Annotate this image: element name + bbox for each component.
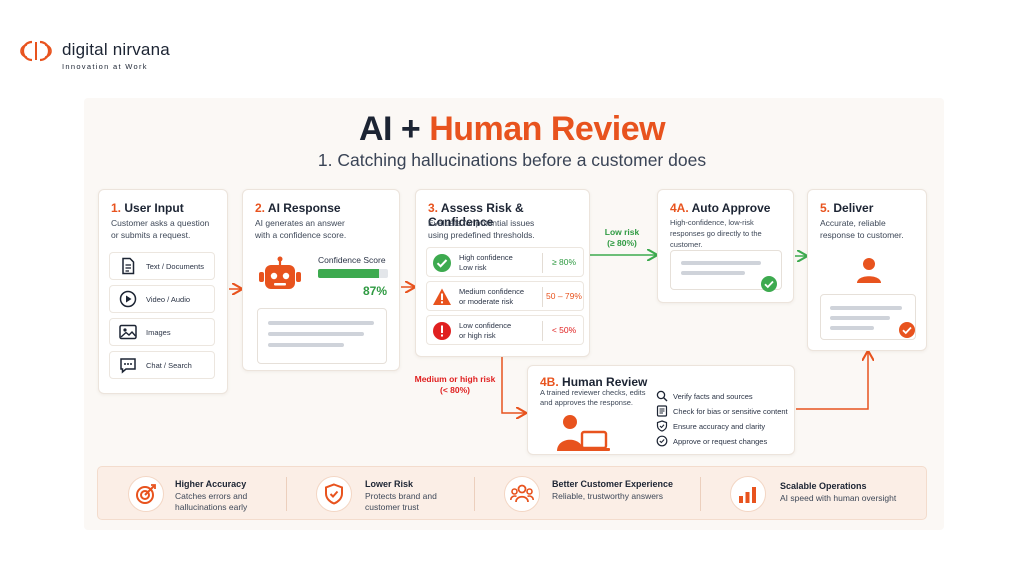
list-icon	[656, 405, 668, 417]
title-part2: Human Review	[429, 110, 666, 148]
step4a-title: 4A. Auto Approve	[670, 201, 771, 215]
page-title: AI + Human Review	[0, 110, 1024, 149]
input-type-video: Video / Audio	[109, 285, 215, 313]
review-check-label: Verify facts and sources	[673, 391, 753, 401]
page-subtitle: 1. Catching hallucinations before a cust…	[317, 150, 707, 170]
input-type-label: Video / Audio	[146, 294, 191, 304]
title-part1: AI +	[358, 110, 421, 148]
shield-icon	[325, 483, 343, 505]
image-icon	[119, 324, 137, 340]
customer-icon	[857, 258, 881, 283]
chat-icon	[120, 357, 136, 374]
step3-title: 3. Assess Risk & Confidence	[428, 201, 524, 229]
review-check-label: Approve or request changes	[673, 436, 768, 446]
review-check-approve: Approve or request changes	[656, 435, 767, 447]
review-check-bias: Check for bias or sensitive content	[656, 405, 788, 417]
benefit-title: Lower Risk	[365, 479, 414, 489]
confidence-score-bar	[318, 269, 388, 278]
robot-icon	[259, 256, 301, 289]
step4a-card: 4A. Auto Approve High-confidence, low-ri…	[657, 189, 794, 303]
shield-check-icon	[656, 420, 668, 432]
approved-check-icon	[761, 276, 777, 292]
review-check-accuracy: Ensure accuracy and clarity	[656, 420, 765, 432]
confidence-score-value: 87%	[363, 284, 388, 298]
search-icon	[656, 390, 668, 402]
nirvana-logo-icon	[20, 40, 52, 62]
alert-circle-icon	[433, 322, 451, 340]
benefit-divider	[474, 477, 475, 511]
arrow-review-to-deliver	[796, 352, 868, 410]
bar-chart-icon	[739, 487, 756, 503]
brand-logo: digital nirvana Innovation at Work	[18, 40, 170, 71]
step5-title: 5. Deliver	[820, 201, 874, 215]
benefit-divider	[286, 477, 287, 511]
input-type-images: Images	[109, 318, 215, 346]
confidence-score-fill	[318, 269, 379, 278]
confidence-score-label: Confidence Score	[318, 255, 386, 265]
input-type-text: Text / Documents	[109, 252, 215, 280]
benefit-desc: Reliable, trustworthy answers	[552, 491, 664, 501]
document-icon	[122, 257, 135, 275]
check-circle-icon	[656, 435, 668, 447]
benefit-divider	[700, 477, 701, 511]
arrow-assess-to-review	[501, 357, 525, 413]
step1-title: 1. User Input	[111, 201, 184, 215]
benefit-title: Higher Accuracy	[175, 479, 247, 489]
low-risk-flow-label: Low risk(≥ 80%)	[604, 227, 640, 248]
warning-icon	[433, 288, 451, 305]
risk-row-threshold: ≥ 80%	[551, 257, 577, 267]
users-icon	[510, 484, 534, 503]
step2-title: 2. AI Response	[255, 201, 341, 215]
risk-row-threshold: 50 – 79%	[546, 291, 582, 301]
benefit-desc: AI speed with human oversight	[780, 493, 897, 503]
step3-card: 3. Assess Risk & Confidence Evaluate for…	[415, 189, 590, 357]
input-type-chat: Chat / Search	[109, 351, 215, 379]
step4b-title: 4B. Human Review	[540, 375, 648, 389]
review-check-label: Ensure accuracy and clarity	[673, 421, 766, 431]
brand-name: digital nirvana	[62, 40, 170, 59]
benefit-title: Scalable Operations	[780, 481, 867, 491]
reviewer-laptop-icon	[557, 415, 610, 451]
input-type-label: Images	[146, 327, 171, 337]
medium-high-risk-flow-label: Medium or high risk(< 80%)	[414, 374, 496, 395]
brand-tagline: Innovation at Work	[62, 62, 148, 71]
delivered-check-icon	[899, 322, 915, 338]
input-type-label: Text / Documents	[146, 261, 204, 271]
response-preview	[257, 308, 387, 364]
benefit-title: Better Customer Experience	[552, 479, 674, 489]
review-check-label: Check for bias or sensitive content	[673, 406, 788, 416]
input-type-label: Chat / Search	[146, 360, 192, 370]
step4b-card: 4B. Human Review A trained reviewer chec…	[527, 365, 795, 455]
check-circle-icon	[433, 254, 451, 272]
risk-row-threshold: < 50%	[551, 325, 577, 335]
play-icon	[119, 290, 137, 308]
review-check-verify: Verify facts and sources	[656, 390, 753, 402]
target-icon	[136, 484, 156, 504]
